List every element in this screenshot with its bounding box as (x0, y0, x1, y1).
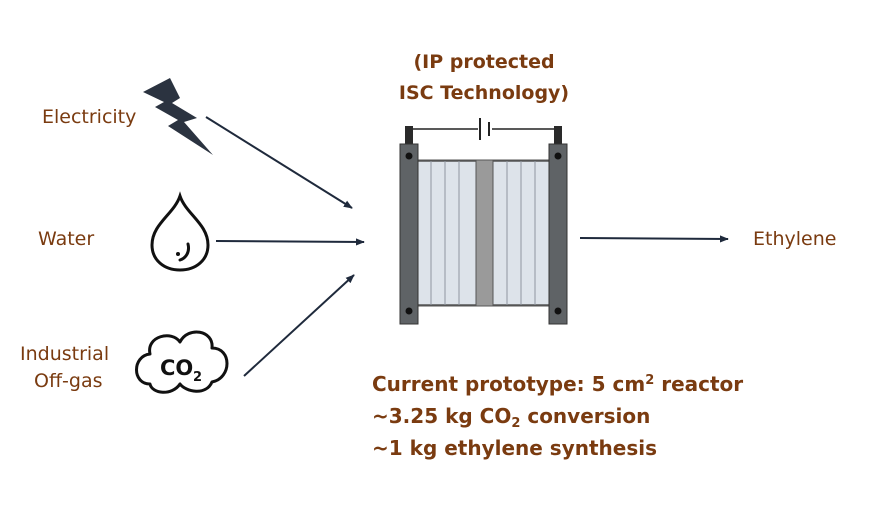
prototype-line-2: ~3.25 kg CO2 conversion (372, 400, 743, 432)
ethylene-arrow (579, 235, 729, 243)
prototype-line-1-text: Current prototype: 5 cm (372, 372, 646, 396)
water-arrow (215, 238, 365, 246)
ethylene-label: Ethylene (753, 228, 837, 250)
prototype-line-3: ~1 kg ethylene synthesis (372, 436, 658, 460)
electrolyzer-stack (399, 118, 568, 325)
prototype-line-1-post: reactor (654, 372, 744, 396)
co2-icon-subscript: 2 (193, 370, 202, 385)
technology-label-line1: (IP protected (413, 51, 555, 73)
prototype-description: Current prototype: 5 cm2 reactor ~3.25 k… (372, 368, 743, 464)
industrial-label: Industrial (20, 343, 110, 365)
technology-label-line2: ISC Technology) (398, 82, 570, 104)
prototype-line-2-text: ~3.25 kg CO (372, 404, 512, 428)
co2-cloud-icon: CO 2 (135, 330, 229, 394)
prototype-line-2-post: conversion (520, 404, 651, 428)
left-end-plate (399, 143, 419, 325)
offgas-label: Off-gas (34, 370, 103, 392)
water-label: Water (38, 228, 95, 250)
left-terminal (405, 126, 413, 144)
water-drop-icon (150, 191, 210, 272)
prototype-line-2-sub: 2 (511, 416, 521, 431)
electricity-arrow (205, 116, 353, 209)
membrane (475, 159, 494, 307)
right-end-plate (548, 143, 568, 325)
offgas-arrow (243, 274, 355, 377)
prototype-line-1-sup: 2 (645, 373, 655, 388)
right-terminal (554, 126, 562, 144)
prototype-line-1: Current prototype: 5 cm2 reactor (372, 368, 743, 400)
electricity-label: Electricity (42, 106, 137, 128)
lightning-bolt-icon (143, 78, 213, 155)
co2-icon-text: CO (160, 356, 193, 380)
